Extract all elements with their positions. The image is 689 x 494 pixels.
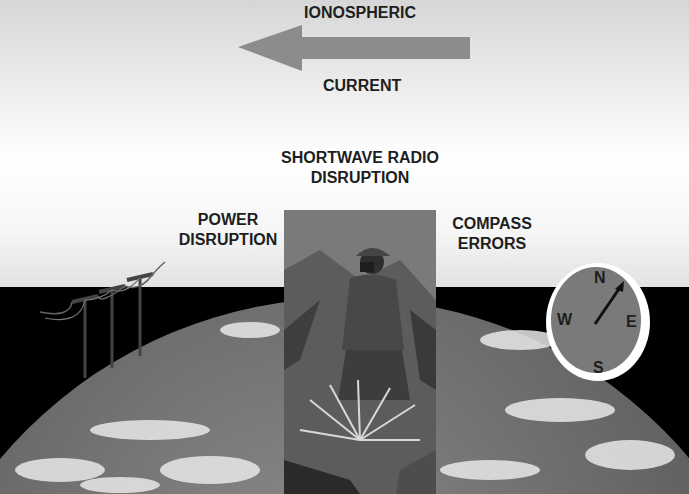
compass-rim bbox=[546, 263, 650, 381]
effect-label: POWER DISRUPTION bbox=[169, 210, 287, 250]
compass: N E S W bbox=[545, 262, 651, 382]
compass-letter: S bbox=[593, 358, 604, 378]
power-lines bbox=[40, 262, 165, 378]
compass-letter: W bbox=[557, 310, 572, 330]
arrow-label: CURRENT bbox=[323, 76, 401, 96]
compass-letter: E bbox=[626, 312, 637, 332]
current-arrow: IONOSPHERIC CURRENT bbox=[230, 0, 480, 100]
effect-label: SHORTWAVE RADIO DISRUPTION bbox=[260, 148, 460, 188]
effect-label-text: POWER DISRUPTION bbox=[179, 211, 278, 248]
needle-head bbox=[615, 281, 624, 292]
compass-face bbox=[551, 267, 641, 373]
effect-label: COMPASS ERRORS bbox=[437, 214, 547, 254]
compass-needle bbox=[595, 286, 621, 324]
effect-label-text: SHORTWAVE RADIO DISRUPTION bbox=[281, 149, 439, 186]
compass-letter: N bbox=[594, 268, 606, 288]
soldier-photo bbox=[284, 210, 436, 494]
arrow-body bbox=[238, 25, 470, 71]
effect-label-text: COMPASS ERRORS bbox=[452, 215, 532, 252]
arrow-label: IONOSPHERIC bbox=[304, 3, 416, 23]
